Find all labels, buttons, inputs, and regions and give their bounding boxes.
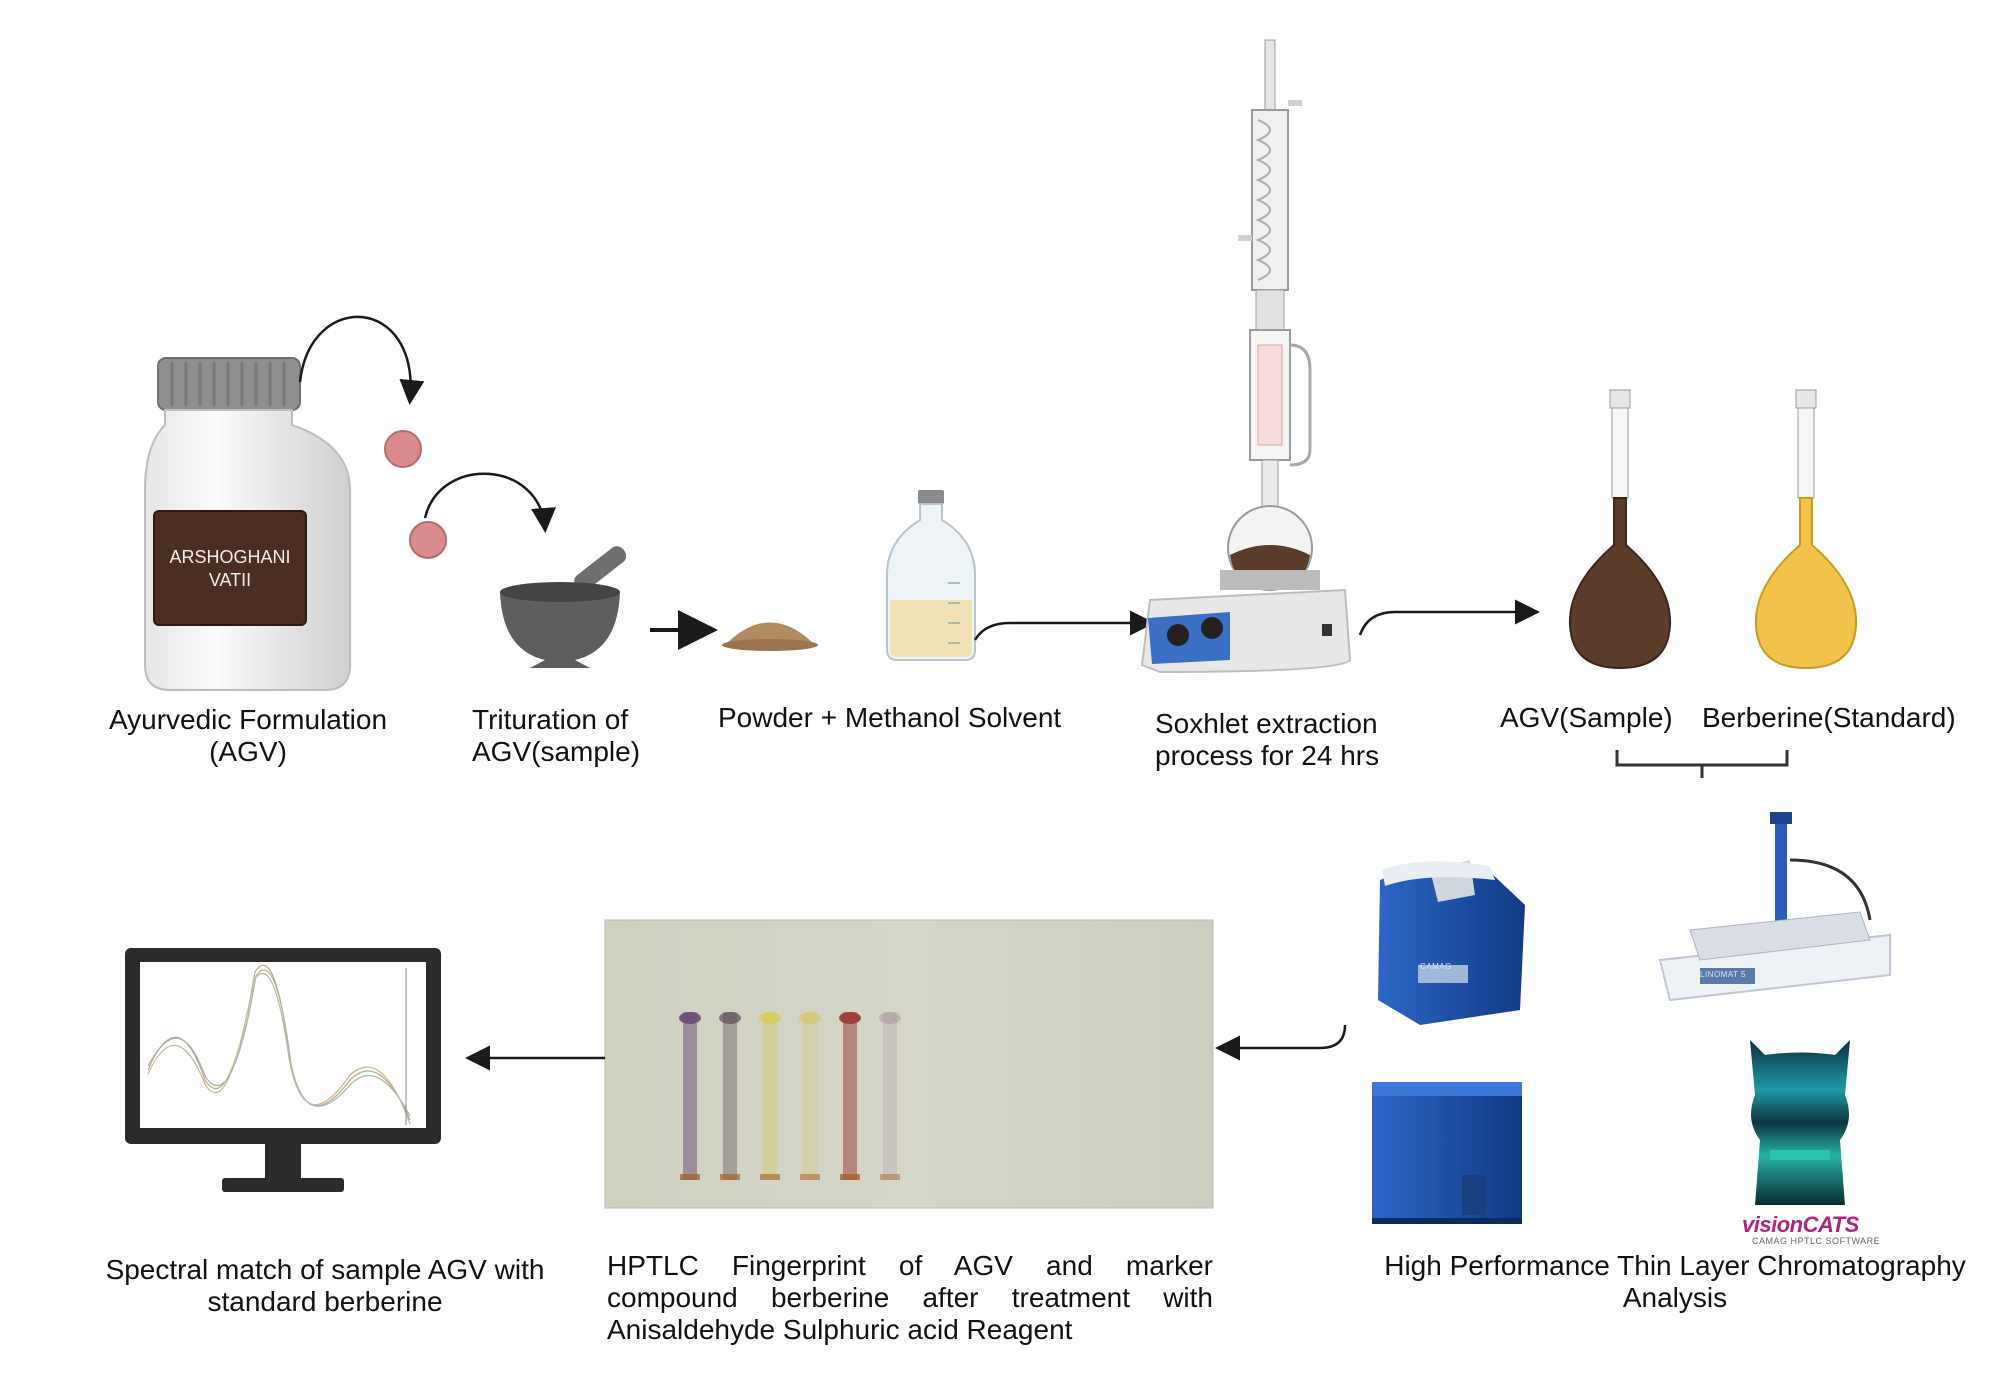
- soxhlet-apparatus-icon: [1140, 39, 1352, 674]
- label-hptlc-analysis: High Performance Thin Layer Chromatograp…: [1384, 1250, 1966, 1313]
- curved-arrow-icon: [298, 315, 425, 405]
- plate-origin-spot: [680, 1174, 700, 1180]
- arrow-icon: [1358, 599, 1540, 636]
- label-trituration: Trituration of AGV(sample): [472, 704, 641, 767]
- label-soxhlet: Soxhlet extraction process for 24 hrs: [1155, 708, 1380, 771]
- plate-track: [843, 1012, 857, 1180]
- plate-band: [839, 1012, 861, 1024]
- plate-tracks: [679, 1012, 901, 1180]
- plate-band: [719, 1012, 741, 1024]
- hptlc-plate: [604, 919, 1214, 1209]
- plate-band: [759, 1012, 781, 1024]
- arrow-icon: [1215, 1024, 1347, 1061]
- plate-origin-spot: [800, 1174, 820, 1180]
- flask-standard-icon: [1754, 389, 1858, 670]
- camag-brand-text: CAMAG: [1420, 962, 1452, 971]
- label-sample: AGV(Sample): [1500, 702, 1673, 733]
- powder-pile-icon: [722, 622, 818, 651]
- solvent-bottle-icon: [886, 490, 976, 661]
- mortar-pestle-icon: [500, 546, 627, 668]
- plate-band: [799, 1012, 821, 1024]
- label-fingerprint: HPTLC Fingerprint of AGV and marker comp…: [607, 1250, 1213, 1345]
- plate-track: [763, 1012, 777, 1180]
- pill-icon: [384, 430, 422, 468]
- plate-band: [879, 1012, 901, 1024]
- visioncats-subtitle: CAMAG HPTLC SOFTWARE: [1752, 1236, 1881, 1246]
- plate-origin-spot: [720, 1174, 740, 1180]
- linomat-brand-text: LINOMAT 5: [1700, 970, 1746, 979]
- label-standard: Berberine(Standard): [1702, 702, 1956, 733]
- plate-track: [803, 1012, 817, 1180]
- sample-applicator-icon: [1658, 812, 1891, 1002]
- plate-track: [683, 1012, 697, 1180]
- plate-origin-spot: [880, 1174, 900, 1180]
- plate-origin-spot: [840, 1174, 860, 1180]
- spectrum-plot: [147, 964, 411, 1125]
- visioncats-logo: visionCATS: [1742, 1212, 1859, 1237]
- jar-label: ARSHOGHANI VATII: [153, 510, 307, 626]
- label-spectral-match: Spectral match of sample AGV with standa…: [105, 1254, 545, 1317]
- tlc-scanner-icon: [1378, 860, 1525, 1025]
- monitor-icon: [125, 948, 441, 1192]
- plate-track: [883, 1012, 897, 1180]
- pill-icon: [409, 521, 447, 559]
- arrow-icon: [973, 610, 1155, 641]
- bracket-icon: [1615, 750, 1789, 778]
- flask-sample-icon: [1568, 389, 1672, 670]
- software-mascot-icon: [1750, 1040, 1850, 1205]
- curved-arrow-icon: [423, 472, 556, 533]
- label-formulation: Ayurvedic Formulation (AGV): [108, 704, 388, 767]
- tlc-visualizer-icon: [1372, 1082, 1522, 1224]
- plate-band: [679, 1012, 701, 1024]
- label-powder: Powder + Methanol Solvent: [718, 702, 1062, 733]
- plate-origin-spot: [760, 1174, 780, 1180]
- plate-track: [723, 1012, 737, 1180]
